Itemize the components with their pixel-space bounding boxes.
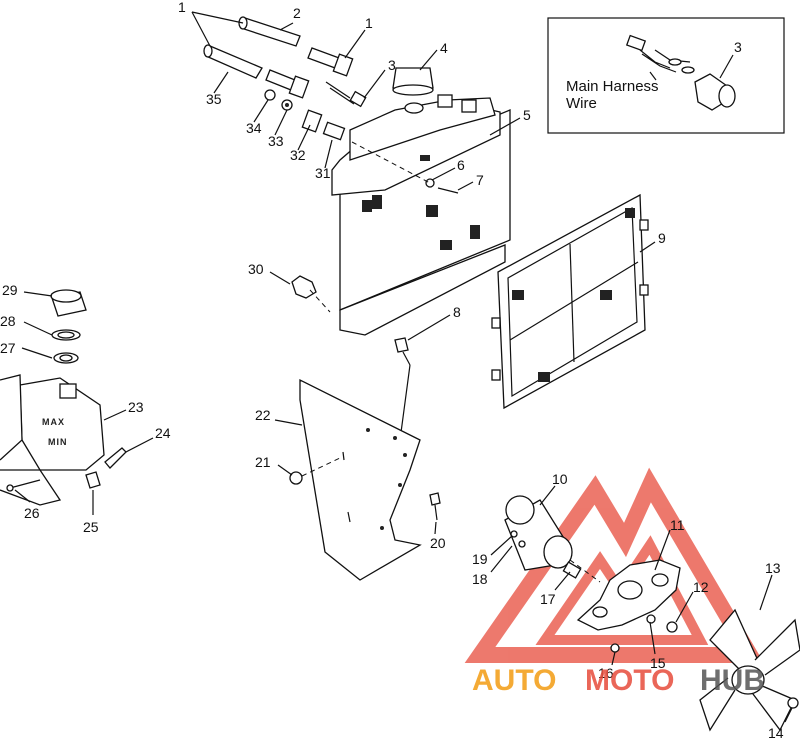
watermark-hub: HUB bbox=[700, 664, 765, 697]
callout-24: 24 bbox=[155, 425, 171, 441]
callout-23: 23 bbox=[128, 399, 144, 415]
inset-harness-label: Main Harness bbox=[566, 78, 659, 95]
callout-22: 22 bbox=[255, 407, 271, 423]
callout-6: 6 bbox=[457, 157, 465, 173]
shroud-panel bbox=[289, 378, 441, 581]
callout-3: 3 bbox=[388, 57, 396, 73]
callout-19: 19 bbox=[472, 551, 488, 567]
callout-13: 13 bbox=[765, 560, 781, 576]
callout-35: 35 bbox=[206, 91, 222, 107]
tank-min-label: MIN bbox=[48, 437, 68, 447]
callout-16: 16 bbox=[598, 665, 614, 681]
callout-15: 15 bbox=[650, 655, 666, 671]
inset-box: Main Harness Wire 3 bbox=[547, 17, 785, 134]
callout-10: 10 bbox=[552, 471, 568, 487]
inset-wire-label: Wire bbox=[566, 95, 597, 112]
radiator bbox=[331, 94, 511, 336]
fan-motor bbox=[504, 495, 601, 583]
coolant-reservoir: MAX MIN bbox=[0, 374, 127, 506]
hardware-upper bbox=[264, 89, 459, 194]
callout-2: 2 bbox=[293, 5, 301, 21]
reservoir-cap-stack bbox=[50, 289, 87, 364]
callout-7: 7 bbox=[476, 172, 484, 188]
callout-8: 8 bbox=[453, 304, 461, 320]
callout-30: 30 bbox=[248, 261, 264, 277]
callout-17: 17 bbox=[540, 591, 556, 607]
inset-part-number: 3 bbox=[734, 39, 742, 55]
hoses bbox=[203, 16, 367, 108]
callout-1a: 1 bbox=[178, 0, 186, 15]
callout-1b: 1 bbox=[365, 15, 373, 31]
leader-lines bbox=[14, 11, 793, 723]
callout-5: 5 bbox=[523, 107, 531, 123]
callout-29: 29 bbox=[2, 282, 18, 298]
callout-27: 27 bbox=[0, 340, 16, 356]
callout-21: 21 bbox=[255, 454, 271, 470]
callout-34: 34 bbox=[246, 120, 262, 136]
callout-31: 31 bbox=[315, 165, 331, 181]
callout-12: 12 bbox=[693, 579, 709, 595]
callout-20: 20 bbox=[430, 535, 446, 551]
watermark-text: AUTO MOTO HUB bbox=[472, 664, 765, 697]
callout-33: 33 bbox=[268, 133, 284, 149]
tank-max-label: MAX bbox=[42, 417, 65, 427]
watermark-auto: AUTO bbox=[472, 664, 556, 697]
fan-blade bbox=[699, 608, 800, 732]
callout-32: 32 bbox=[290, 147, 306, 163]
callout-18: 18 bbox=[472, 571, 488, 587]
callout-4: 4 bbox=[440, 40, 448, 56]
callout-26: 26 bbox=[24, 505, 40, 521]
motor-bracket bbox=[576, 559, 681, 653]
callout-9: 9 bbox=[658, 230, 666, 246]
screen-panel bbox=[491, 193, 649, 410]
callout-11: 11 bbox=[670, 517, 685, 533]
callout-14: 14 bbox=[768, 725, 784, 740]
watermark-moto: MOTO bbox=[585, 664, 674, 697]
callout-28: 28 bbox=[0, 313, 16, 329]
radiator-cap bbox=[392, 67, 434, 96]
callout-25: 25 bbox=[83, 519, 99, 535]
